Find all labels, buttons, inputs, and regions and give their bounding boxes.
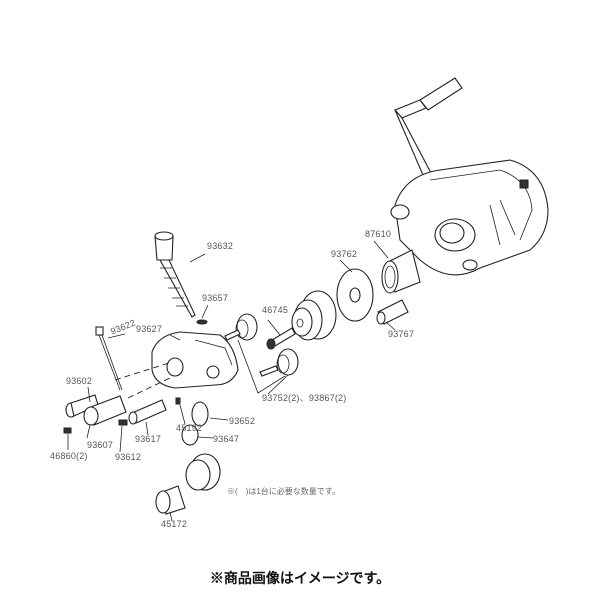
part-label-93652: 93652 — [229, 416, 256, 426]
part-label-45192: 45192 — [176, 423, 203, 433]
bolt-93622 — [95, 326, 123, 391]
shaft-93617 — [128, 399, 167, 425]
pin-93767 — [376, 299, 409, 325]
part-label-93602: 93602 — [66, 376, 93, 386]
sleeve-93607 — [83, 395, 127, 426]
part-label-93617: 93617 — [135, 434, 162, 444]
pin-93602 — [65, 394, 99, 418]
part-label-45172: 45172 — [161, 519, 188, 529]
part-label-93762: 93762 — [331, 249, 358, 259]
part-label-93627: 93627 — [136, 324, 163, 334]
part-label-93607: 93607 — [87, 440, 114, 450]
roller — [291, 290, 337, 341]
ring-93652 — [191, 401, 209, 427]
yoke-93627 — [151, 331, 239, 389]
part-label-93767: 93767 — [388, 329, 415, 339]
part-label-93752: 93752(2)、93867(2) — [262, 393, 347, 403]
pin-45192 — [175, 397, 181, 405]
set-screw-46860 — [63, 427, 72, 434]
feed-screw-93632 — [154, 231, 208, 325]
snap-ring-93647 — [181, 424, 199, 446]
part-label-93657: 93657 — [202, 293, 229, 303]
image-disclaimer-caption: ※商品画像はイメージです。 — [209, 570, 391, 586]
set-screw-93612 — [118, 419, 128, 426]
part-label-87610: 87610 — [365, 229, 392, 239]
part-label-93612: 93612 — [115, 452, 142, 462]
screw-46745 — [266, 327, 296, 350]
washer-93762 — [336, 268, 374, 322]
part-label-93647: 93647 — [213, 434, 240, 444]
part-label-46745: 46745 — [262, 305, 289, 315]
needle-bearing-87610 — [381, 249, 421, 294]
small-roller-lower — [237, 339, 299, 394]
lower-roller — [185, 453, 221, 491]
main-body — [390, 159, 549, 276]
part-label-46860: 46860(2) — [50, 451, 88, 461]
part-label-93632: 93632 — [207, 241, 234, 251]
small-roller-upper — [224, 313, 258, 341]
bearing-45172 — [155, 485, 186, 515]
quantity-note: ※( )は1台に必要な数量です。 — [227, 487, 340, 496]
